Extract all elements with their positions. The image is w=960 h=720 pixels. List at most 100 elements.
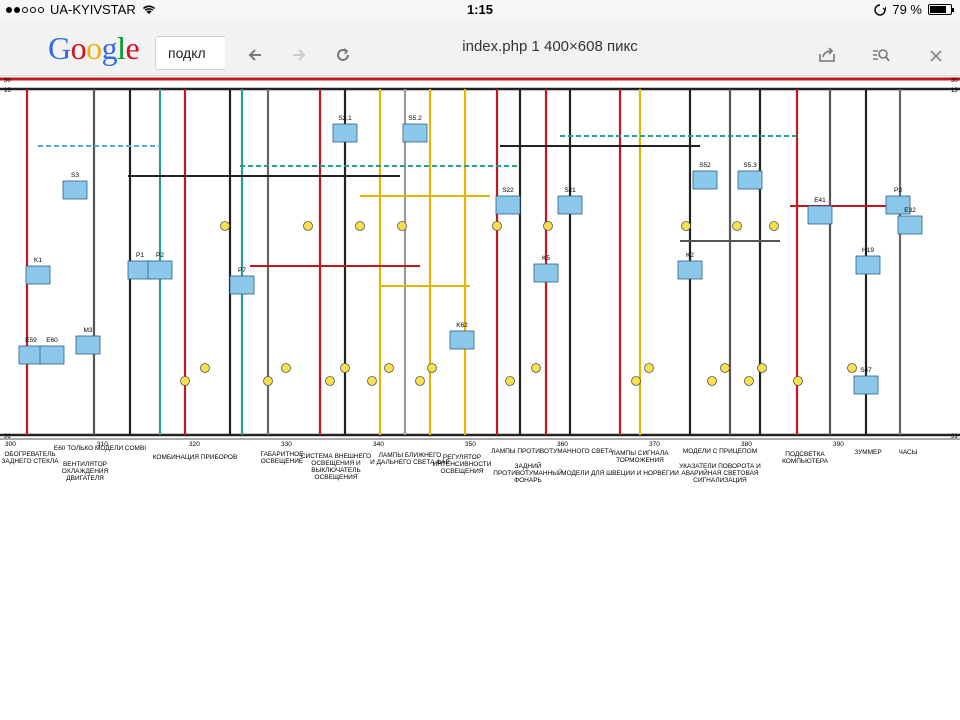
component-box <box>692 170 718 190</box>
wifi-icon <box>142 5 155 14</box>
lamp-symbol <box>793 376 803 386</box>
lamp-symbol <box>325 376 335 386</box>
lamp-symbol <box>505 376 515 386</box>
diagram-caption: КОМБИНАЦИЯ ПРИБОРОВ <box>153 454 238 461</box>
component-box <box>229 275 255 295</box>
lamp-symbol <box>281 363 291 373</box>
lamp-symbol <box>769 221 779 231</box>
share-button[interactable] <box>816 46 838 68</box>
back-button[interactable] <box>244 46 266 68</box>
component-label: S3 <box>71 172 79 179</box>
bus-label-left: 31 <box>4 434 11 440</box>
component-label: S22 <box>502 187 514 194</box>
component-box <box>885 195 911 215</box>
section-number: 370 <box>649 441 660 448</box>
component-box <box>897 215 923 235</box>
lamp-symbol <box>732 221 742 231</box>
lamp-symbol <box>355 221 365 231</box>
lamp-symbol <box>631 376 641 386</box>
component-box <box>39 345 65 365</box>
lamp-symbol <box>427 363 437 373</box>
lamp-symbol <box>340 363 350 373</box>
section-number: 390 <box>833 441 844 448</box>
carrier-name: UA-KYIVSTAR <box>50 2 136 17</box>
section-number: 300 <box>5 441 16 448</box>
lamp-symbol <box>720 363 730 373</box>
component-box <box>18 345 44 365</box>
section-number: 350 <box>465 441 476 448</box>
component-label: E32 <box>904 207 916 214</box>
reload-button[interactable] <box>332 46 354 68</box>
component-label: K62 <box>456 322 468 329</box>
component-box <box>737 170 763 190</box>
component-label: K1 <box>34 257 42 264</box>
diagram-caption: МОДЕЛИ С ПРИЦЕПОМ <box>683 448 757 455</box>
component-box <box>677 260 703 280</box>
lamp-symbol <box>531 363 541 373</box>
search-field[interactable]: подкл <box>155 36 225 70</box>
lamp-symbol <box>397 221 407 231</box>
component-label: S21 <box>564 187 576 194</box>
component-label: E41 <box>814 197 826 204</box>
component-box <box>147 260 173 280</box>
component-box <box>855 255 881 275</box>
signal-icon <box>6 6 44 13</box>
lamp-symbol <box>263 376 273 386</box>
component-box <box>807 205 833 225</box>
section-number: 310 <box>97 441 108 448</box>
forward-arrow-icon <box>293 49 306 61</box>
reload-icon <box>337 48 349 61</box>
browser-toolbar: Google подкл index.php 1 400×608 пикс <box>0 20 960 76</box>
section-number: 360 <box>557 441 568 448</box>
lamp-symbol <box>200 363 210 373</box>
find-in-page-button[interactable] <box>870 46 892 68</box>
section-number: 380 <box>741 441 752 448</box>
battery-icon <box>928 4 954 15</box>
bus-label-right: 15 <box>951 88 958 94</box>
diagram-caption: ЧАСЫ <box>899 449 918 456</box>
component-label: P2 <box>156 252 164 259</box>
component-label: P3 <box>894 187 902 194</box>
component-box <box>449 330 475 350</box>
diagram-caption: ЛАМПЫ ПРОТИВОТУМАННОГО СВЕТА <box>491 448 613 455</box>
lamp-symbol <box>543 221 553 231</box>
diagram-caption: МОДЕЛИ ДЛЯ ШВЕЦИИ И НОРВЕГИИ <box>561 470 679 477</box>
component-label: E59 <box>25 337 37 344</box>
bus-label-left: 30 <box>4 78 11 84</box>
component-box <box>402 123 428 143</box>
component-box <box>62 180 88 200</box>
status-bar: UA-KYIVSTAR 1:15 79 % <box>0 0 960 20</box>
component-box <box>533 263 559 283</box>
google-logo[interactable]: Google <box>48 30 140 66</box>
component-label: H19 <box>862 247 874 254</box>
component-label: P7 <box>238 267 246 274</box>
component-label: M3 <box>83 327 92 334</box>
lamp-symbol <box>415 376 425 386</box>
bus-label-right: 31 <box>951 434 958 440</box>
component-label: K5 <box>542 255 550 262</box>
lamp-symbol <box>220 221 230 231</box>
component-box <box>495 195 521 215</box>
forward-button[interactable] <box>288 46 310 68</box>
back-arrow-icon <box>248 49 261 61</box>
component-label: K2 <box>686 252 694 259</box>
lamp-symbol <box>757 363 767 373</box>
component-label: S2.1 <box>338 115 352 122</box>
component-label: S52 <box>699 162 711 169</box>
close-button[interactable] <box>925 46 947 68</box>
lamp-symbol <box>492 221 502 231</box>
section-number: 320 <box>189 441 200 448</box>
component-box <box>332 123 358 143</box>
find-icon <box>873 49 890 62</box>
lamp-symbol <box>707 376 717 386</box>
component-label: S47 <box>860 367 872 374</box>
section-number: 340 <box>373 441 384 448</box>
